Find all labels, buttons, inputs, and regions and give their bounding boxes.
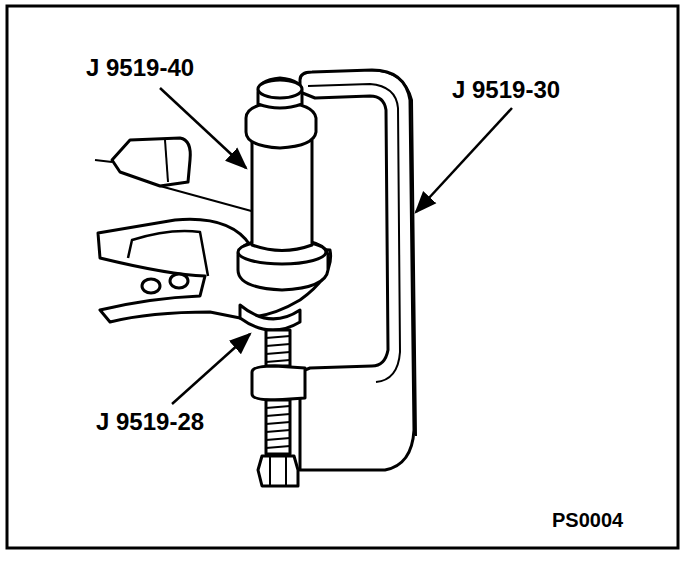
tool-part-label: J 9519-30: [452, 78, 560, 102]
tool-part-label: J 9519-28: [96, 410, 204, 434]
bushing: [95, 138, 255, 212]
forcing-screw: [240, 305, 305, 486]
leader-lines: [160, 88, 512, 404]
receiver-post: [238, 78, 328, 290]
frame-border: [7, 6, 678, 548]
tool-part-label: J 9519-40: [86, 56, 194, 80]
figure-code: PS0004: [552, 510, 623, 530]
